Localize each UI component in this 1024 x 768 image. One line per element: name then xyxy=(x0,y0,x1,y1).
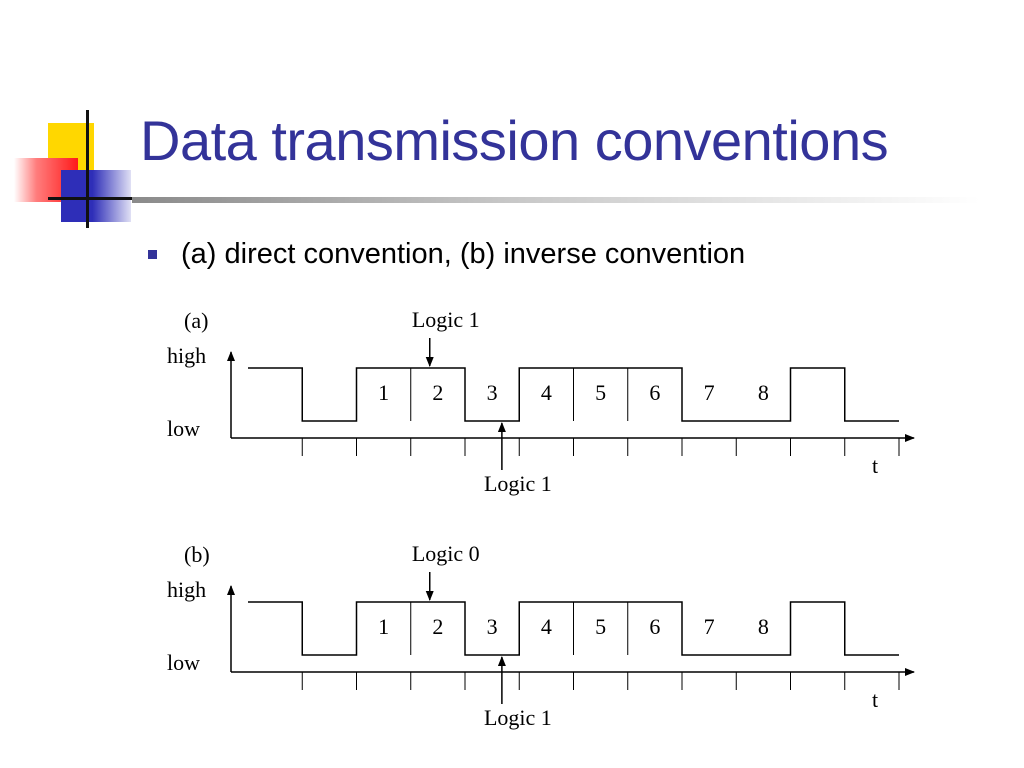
bit-label: 2 xyxy=(432,614,443,639)
bullet-item: (a) direct convention, (b) inverse conve… xyxy=(148,238,745,271)
bit-label: 7 xyxy=(704,614,715,639)
bit-label: 4 xyxy=(541,380,552,405)
bullet-square-icon xyxy=(148,250,157,259)
diagram-label: (b) xyxy=(184,542,210,567)
signal-waveform xyxy=(248,601,899,656)
time-axis-label: t xyxy=(872,453,878,478)
decor-horizontal-line xyxy=(48,197,132,200)
bit-label: 1 xyxy=(378,614,389,639)
high-label: high xyxy=(167,577,206,602)
signal-waveform xyxy=(248,367,899,422)
bit-label: 1 xyxy=(378,380,389,405)
slide-title: Data transmission conventions xyxy=(140,109,889,172)
time-axis-label: t xyxy=(872,687,878,712)
decor-blue-square xyxy=(61,170,131,222)
low-label: low xyxy=(167,416,200,441)
bit-label: 2 xyxy=(432,380,443,405)
low-label: low xyxy=(167,650,200,675)
bit-label: 5 xyxy=(595,380,606,405)
bit-label: 6 xyxy=(649,614,660,639)
annotation-top: Logic 0 xyxy=(412,541,480,566)
bit-label: 7 xyxy=(704,380,715,405)
annotation-bottom: Logic 1 xyxy=(484,705,552,730)
bit-label: 3 xyxy=(487,614,498,639)
bit-label: 5 xyxy=(595,614,606,639)
high-label: high xyxy=(167,343,206,368)
bit-label: 4 xyxy=(541,614,552,639)
bit-label: 3 xyxy=(487,380,498,405)
title-underline xyxy=(132,197,980,203)
diagram-label: (a) xyxy=(184,308,208,333)
bit-label: 8 xyxy=(758,380,769,405)
bit-label: 6 xyxy=(649,380,660,405)
bit-label: 8 xyxy=(758,614,769,639)
decor-vertical-line xyxy=(86,110,89,228)
annotation-top: Logic 1 xyxy=(412,307,480,332)
bullet-text: (a) direct convention, (b) inverse conve… xyxy=(181,238,746,270)
annotation-bottom: Logic 1 xyxy=(484,471,552,496)
